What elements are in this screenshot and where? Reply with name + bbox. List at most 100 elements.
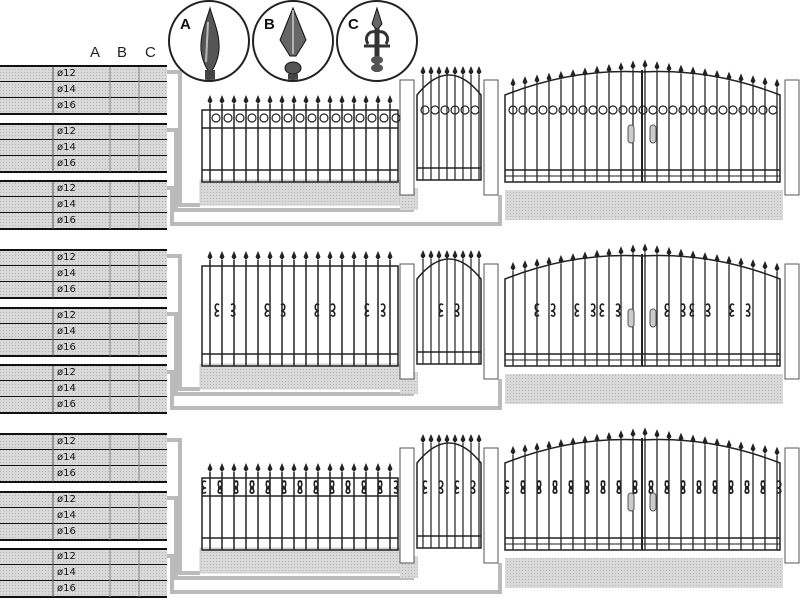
spear-tip xyxy=(738,257,744,267)
wicket-gate xyxy=(416,74,482,181)
table-row xyxy=(0,508,167,524)
connector-line xyxy=(167,186,502,226)
connector-line xyxy=(167,370,502,410)
diameter-label: ø12 xyxy=(57,367,76,378)
spear-tip xyxy=(327,251,333,260)
gate-handle xyxy=(627,124,635,144)
diameter-label: ø16 xyxy=(57,158,76,169)
spear-tip xyxy=(291,95,297,104)
spear-tip xyxy=(690,250,696,260)
spear-tip xyxy=(267,95,273,104)
spear-tip xyxy=(666,430,672,440)
ring-ornament xyxy=(698,105,708,115)
diameter-label: ø16 xyxy=(57,100,76,111)
ring-ornament xyxy=(638,105,648,115)
spear-tip xyxy=(654,245,660,255)
post xyxy=(784,79,800,196)
scroll-ornament xyxy=(632,480,654,494)
scroll-ornament xyxy=(201,480,223,494)
ring-ornament xyxy=(283,113,293,123)
spear-tip xyxy=(387,95,393,104)
spear-tip xyxy=(714,69,720,79)
spear-tip xyxy=(558,70,564,80)
spear-tip xyxy=(750,443,756,453)
spear-tip xyxy=(570,253,576,263)
ring-ornament xyxy=(259,113,269,123)
ring-ornament xyxy=(295,113,305,123)
spear-tip xyxy=(558,254,564,264)
ring-ornament xyxy=(355,113,365,123)
spear-tip xyxy=(452,250,458,259)
spear-tip xyxy=(606,63,612,73)
fence-plinth xyxy=(199,547,401,574)
scroll-ornament xyxy=(217,480,239,494)
spear-tip xyxy=(546,256,552,266)
spear-tip xyxy=(351,95,357,104)
spear-tip xyxy=(207,251,213,260)
spear-tip xyxy=(436,66,442,75)
table-row xyxy=(0,124,167,140)
spear-tip xyxy=(436,434,442,443)
spear-tip xyxy=(428,66,434,75)
ring-ornament xyxy=(628,105,638,115)
scroll-ornament xyxy=(552,480,574,494)
scroll-ornament xyxy=(314,303,336,317)
spear-tip xyxy=(702,436,708,446)
ring-ornament xyxy=(678,105,688,115)
spear-tip xyxy=(582,67,588,77)
connector-line xyxy=(167,554,502,594)
table-row xyxy=(0,66,167,82)
scroll-ornament xyxy=(504,480,526,494)
diameter-label: ø16 xyxy=(57,399,76,410)
spear-tip xyxy=(476,66,482,75)
ring-ornament xyxy=(223,113,233,123)
spear-tip xyxy=(774,78,780,88)
spear-tip xyxy=(774,262,780,272)
gate-plinth xyxy=(505,190,783,220)
spear-tip xyxy=(510,77,516,87)
scroll-ornament xyxy=(568,480,590,494)
scroll-ornament xyxy=(438,303,460,317)
ring-ornament xyxy=(608,105,618,115)
spear-tip xyxy=(476,250,482,259)
diameter-label: ø16 xyxy=(57,583,76,594)
table-row xyxy=(0,581,167,597)
scroll-ornament xyxy=(616,480,638,494)
spear-tip xyxy=(291,251,297,260)
spear-tip xyxy=(534,258,540,268)
gate-handle xyxy=(649,308,657,328)
scroll-ornament xyxy=(760,480,782,494)
column-header-c: C xyxy=(145,44,156,61)
diameter-label: ø14 xyxy=(57,510,76,521)
ring-ornament xyxy=(738,105,748,115)
spear-tip xyxy=(666,62,672,72)
table-row xyxy=(0,98,167,114)
spear-tip xyxy=(468,434,474,443)
post xyxy=(483,79,499,196)
spear-tip xyxy=(510,445,516,455)
scroll-ornament xyxy=(696,480,718,494)
ring-ornament xyxy=(211,113,221,123)
spear-tip xyxy=(582,435,588,445)
ring-ornament xyxy=(460,105,470,115)
spear-tip xyxy=(219,95,225,104)
diameter-label: ø12 xyxy=(57,310,76,321)
scroll-ornament xyxy=(599,303,621,317)
spear-tip xyxy=(702,68,708,78)
spear-tip xyxy=(279,95,285,104)
finial-b-icon xyxy=(279,6,307,80)
scroll-ornament xyxy=(345,480,367,494)
post xyxy=(399,79,415,196)
diameter-label: ø12 xyxy=(57,68,76,79)
spear-tip xyxy=(387,463,393,472)
spear-tip xyxy=(428,434,434,443)
spear-tip xyxy=(726,255,732,265)
diameter-label: ø12 xyxy=(57,551,76,562)
diameter-label: ø14 xyxy=(57,142,76,153)
spear-tip xyxy=(351,463,357,472)
scroll-ornament xyxy=(574,303,596,317)
scroll-ornament xyxy=(313,480,335,494)
scroll-ornament xyxy=(728,480,750,494)
spear-tip xyxy=(255,251,261,260)
diameter-label: ø16 xyxy=(57,342,76,353)
